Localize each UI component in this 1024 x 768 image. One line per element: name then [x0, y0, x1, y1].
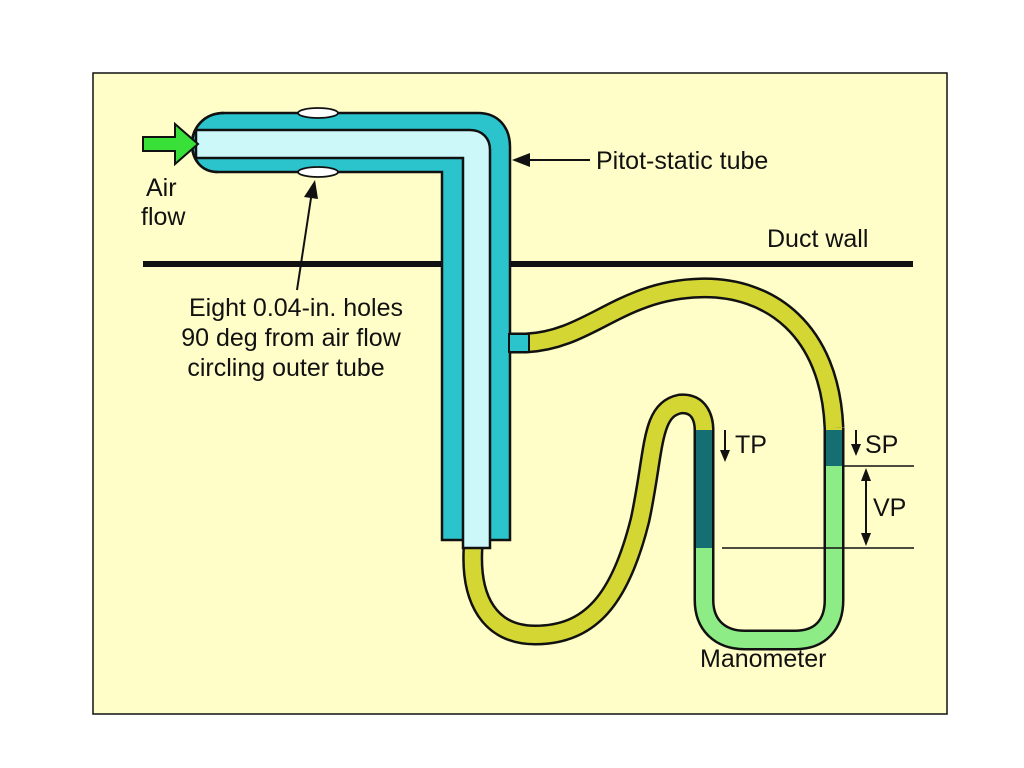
sp-fluid-column — [826, 430, 842, 466]
pitot-static-tube-label: Pitot-static tube — [596, 147, 768, 175]
pitot-label-arrowhead-icon — [512, 153, 530, 167]
tp-label: TP — [735, 431, 767, 459]
air-flow-label-line2: flow — [141, 203, 186, 231]
air-flow-label-line1: Air — [146, 174, 177, 202]
holes-label-line2: 90 deg from air flow — [181, 324, 401, 352]
manometer-fluid — [696, 466, 842, 648]
static-pressure-hose — [508, 279, 842, 429]
tp-arrowhead-icon — [720, 450, 730, 462]
vp-arrowhead-up-icon — [861, 468, 871, 481]
duct-wall-label: Duct wall — [767, 225, 868, 253]
diagram-panel — [92, 72, 948, 715]
vp-label: VP — [873, 494, 906, 522]
air-flow-arrow-icon — [142, 121, 200, 167]
static-hole-bottom — [297, 166, 339, 178]
holes-label-line3: circling outer tube — [187, 354, 384, 382]
holes-label-arrowhead-icon — [304, 180, 318, 199]
holes-label-leader — [296, 197, 312, 291]
total-pressure-hose — [464, 395, 712, 643]
static-hole-top — [297, 107, 339, 119]
holes-label-line1: Eight 0.04-in. holes — [189, 294, 403, 322]
sp-label: SP — [865, 431, 898, 459]
tp-fluid-column — [696, 430, 712, 548]
inner-tube — [194, 128, 492, 550]
sp-arrowhead-icon — [851, 444, 861, 456]
vp-arrowhead-down-icon — [861, 533, 871, 546]
manometer-label: Manometer — [700, 645, 826, 673]
static-port — [508, 333, 530, 353]
